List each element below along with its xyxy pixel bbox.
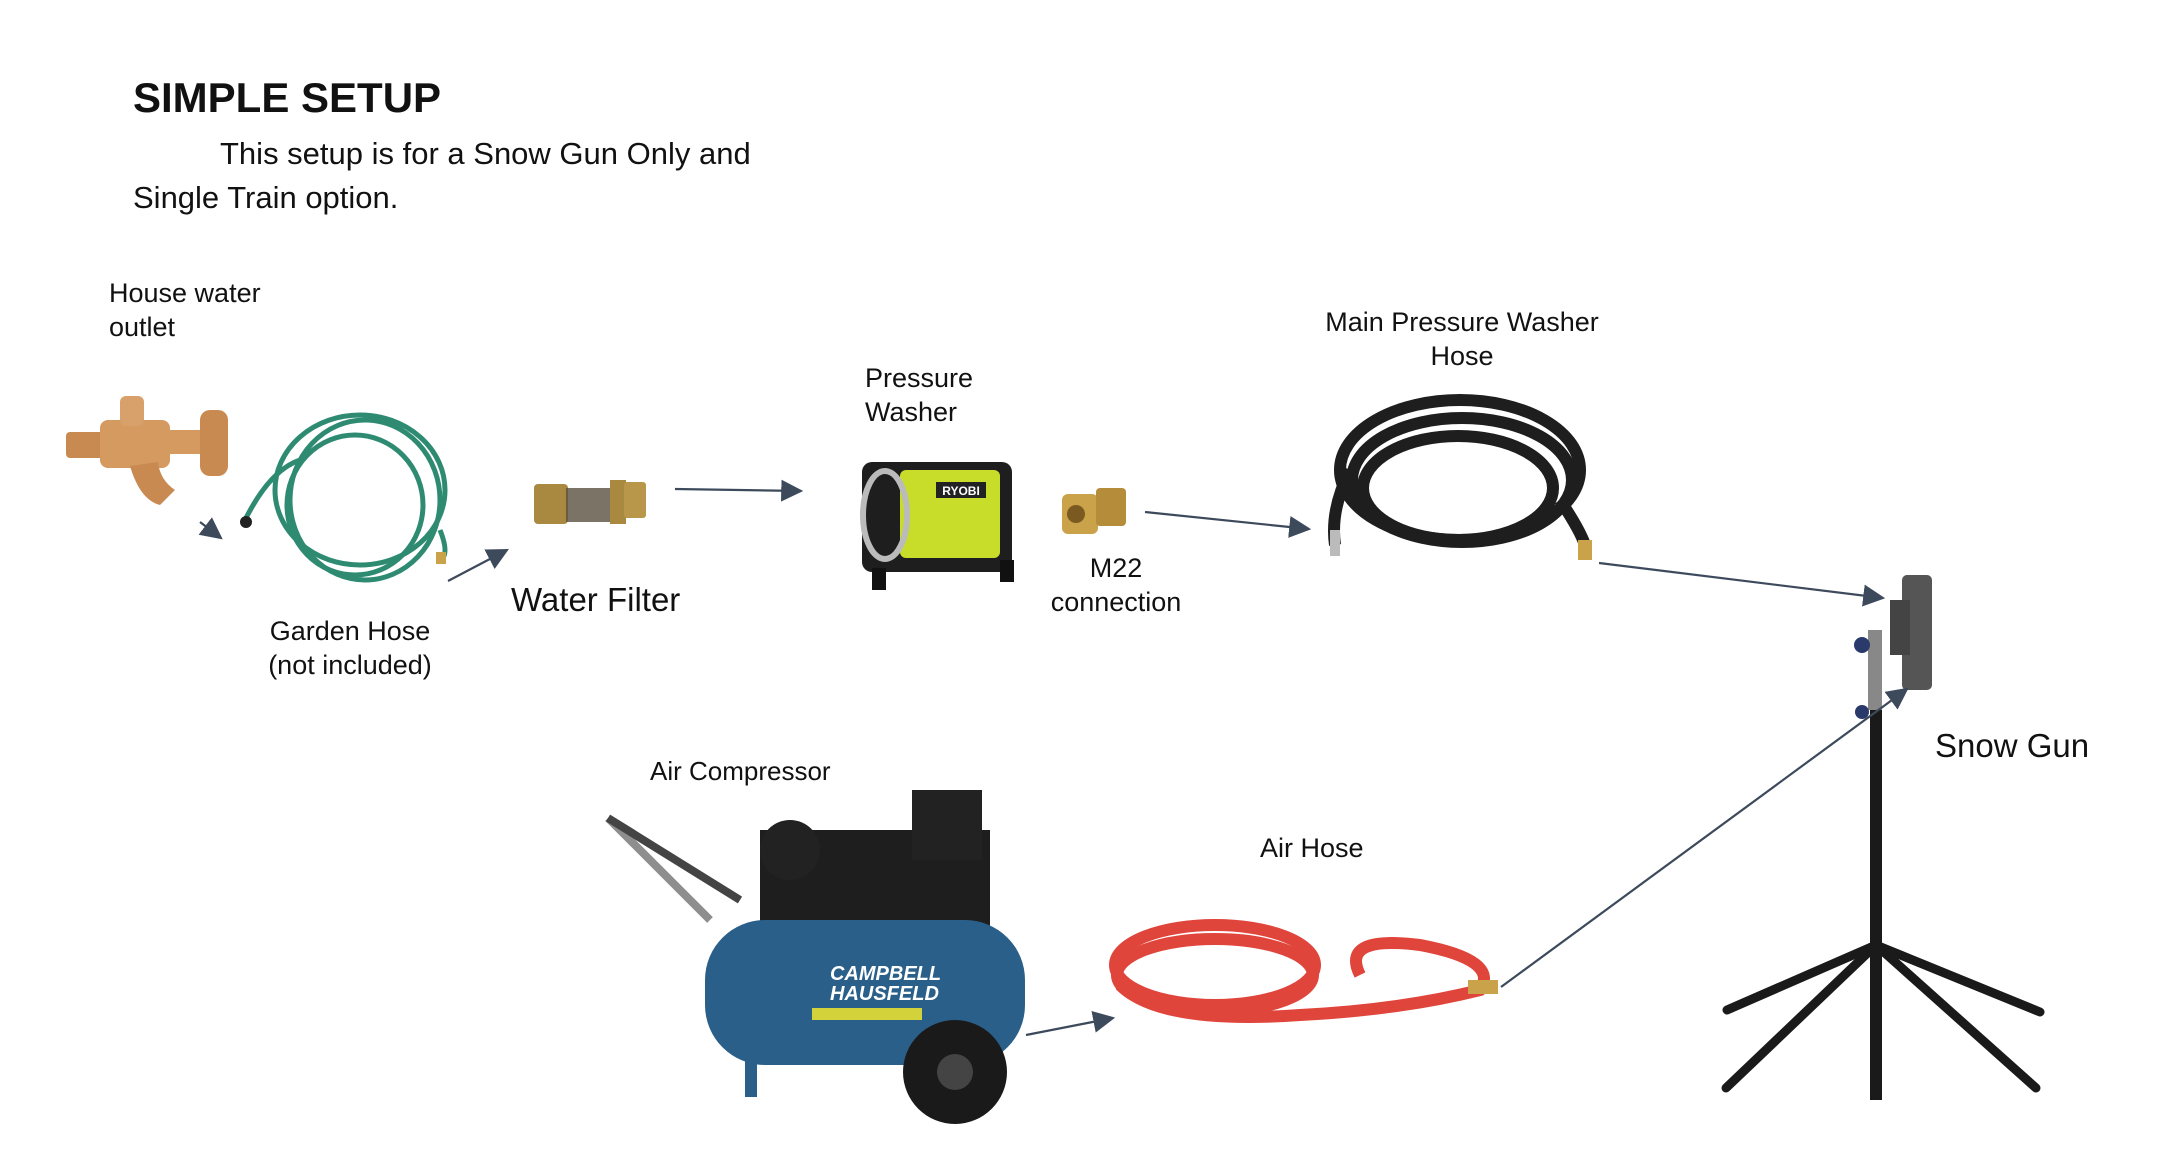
subtitle-line-2: Single Train option. [133,180,399,215]
washer-brand-mark: RYOBI [942,484,980,498]
air-hose-image [1109,919,1498,1023]
label-pressure-washer: Pressure Washer [865,361,973,429]
label-line: Garden Hose [269,616,431,646]
label-line: (not included) [268,650,432,680]
label-line: Hose [1430,341,1494,371]
water-filter-image [534,480,646,524]
label-line: Washer [865,397,958,427]
label-snow-gun: Snow Gun [1935,727,2090,764]
label-line: M22 [1089,553,1143,583]
page-title: SIMPLE SETUP [133,74,442,121]
arrow-m22-to-main-hose [1144,510,1312,538]
label-line: Pressure [865,363,974,393]
label-main-pressure-washer-hose: Main Pressure Washer Hose [1325,305,1599,373]
label-line: connection [1050,587,1182,617]
air-compressor-image: CAMPBELL HAUSFELD [605,790,1025,1124]
page-subtitle: This setup is for a Snow Gun Only and Si… [133,132,751,220]
label-house-water-outlet: House water outlet [109,276,261,344]
label-line: House water [109,278,261,308]
label-line: outlet [109,312,176,342]
main-pressure-washer-hose-image [1328,394,1592,560]
subtitle-line-1: This setup is for a Snow Gun Only and [220,136,751,171]
snow-gun-image [1721,575,2045,1100]
garden-hose-image [240,412,448,583]
pressure-washer-image: RYOBI [860,462,1014,590]
label-air-hose: Air Hose [1260,833,1364,863]
arrow-filter-to-washer [674,479,804,502]
compressor-brand-line2: HAUSFELD [830,983,939,1005]
label-garden-hose: Garden Hose (not included) [268,614,432,682]
house-water-outlet-image [66,396,228,505]
arrow-outlet-to-hose [198,517,223,540]
m22-connector-image [1062,488,1126,534]
arrow-main-hose-to-gun [1598,561,1886,607]
arrow-hose-to-filter [447,548,509,582]
label-water-filter: Water Filter [511,581,681,618]
label-line: Main Pressure Washer [1325,307,1599,337]
label-m22-connection: M22 connection [1051,551,1182,619]
compressor-brand-line1: CAMPBELL [830,963,941,985]
arrow-air-hose-to-gun [1500,687,1909,988]
label-air-compressor: Air Compressor [650,756,831,786]
arrow-compressor-to-air-hose [1025,1011,1116,1037]
